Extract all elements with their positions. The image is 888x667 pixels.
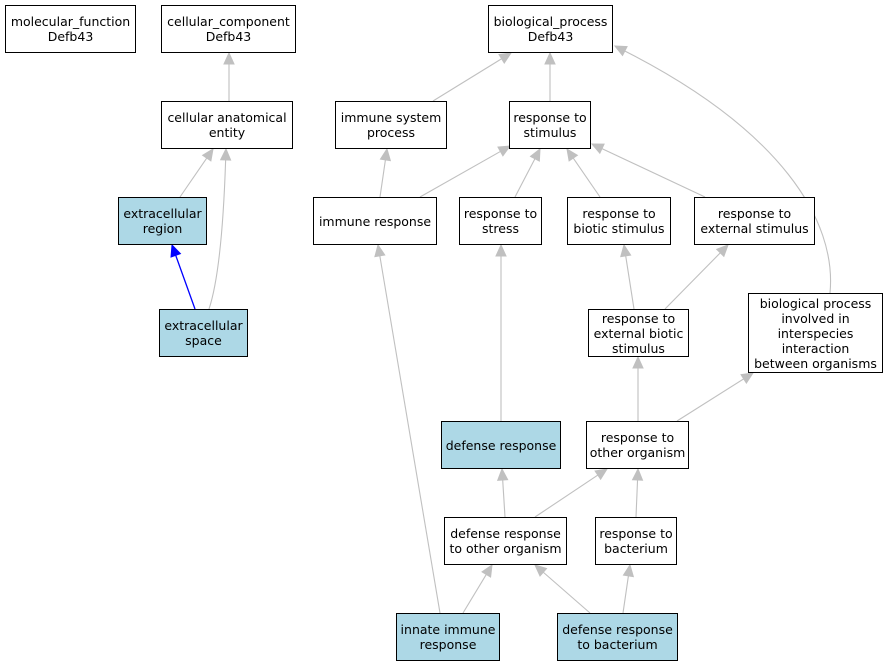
edge-line [502,479,506,518]
edge-rts-to-bp [544,51,556,101]
node-response-to-biotic-stimulus[interactable]: response to biotic stimulus [567,197,671,245]
edge-line [379,159,386,198]
arrowhead [613,45,628,57]
arrowhead [379,147,392,162]
node-response-to-external-stimulus[interactable]: response to external stimulus [694,197,815,245]
node-response-to-other-organism[interactable]: response to other organism [586,421,689,469]
arrowhead [498,52,513,64]
node-response-to-stimulus[interactable]: response to stimulus [509,101,591,149]
edge-line [542,571,591,614]
node-defense-response-to-bacterium[interactable]: defense response to bacterium [557,613,678,661]
node-interspecies-interaction[interactable]: biological process involved in interspec… [748,293,883,373]
arrowhead [223,51,235,65]
arrowhead [631,467,644,481]
edge-line [676,378,744,422]
node-molecular-function[interactable]: molecular_function Defb43 [5,5,136,53]
node-biological-process[interactable]: biological_process Defb43 [488,5,613,53]
node-innate-immune-response[interactable]: innate immune response [396,613,500,661]
edge-line [208,159,227,310]
arrowhead [632,355,644,369]
arrowhead [715,244,729,258]
edge-iir-to-ir [374,243,441,614]
edge-line [514,158,536,198]
edge-rtoo-to-bpii [676,372,755,422]
edge-rtb-to-rtoo [631,467,644,518]
arrowhead [594,468,609,481]
node-cellular-anatomical-entity[interactable]: cellular anatomical entity [161,101,293,149]
edge-line [625,255,635,310]
arrowhead [496,467,509,481]
edge-drtb-to-drtoo [534,564,591,614]
edge-es-to-cae [208,147,232,310]
edge-line [601,148,706,198]
edge-cae-to-cc [223,51,235,101]
edge-line [462,574,487,614]
arrowhead [481,563,493,578]
edge-drtb-to-rtb [622,563,635,614]
edge-rtbs-to-rts [566,148,601,198]
edge-ir-to-isp [379,147,392,198]
arrowhead [622,563,635,578]
arrowhead [534,564,548,577]
node-cellular-component[interactable]: cellular_component Defb43 [161,5,296,53]
node-defense-response[interactable]: defense response [441,421,561,469]
edge-line [534,474,599,518]
arrowhead [566,148,579,162]
edge-line [635,479,639,518]
node-immune-response[interactable]: immune response [313,197,437,245]
edge-line [432,58,502,102]
edge-drtoo-to-rtoo [534,468,609,518]
node-response-to-stress[interactable]: response to stress [459,197,542,245]
arrowhead [544,51,556,65]
edge-line [179,157,208,198]
node-response-to-bacterium[interactable]: response to bacterium [595,517,677,565]
arrowhead [620,243,632,258]
edge-er-to-cae [179,148,214,198]
arrowhead [219,147,232,161]
edge-ir-to-rts [419,145,512,198]
arrowhead [201,148,214,162]
arrowhead [590,143,605,155]
node-immune-system-process[interactable]: immune system process [335,101,447,149]
arrowhead [495,243,507,257]
edge-rtes-to-rts [590,143,706,198]
edge-line [175,255,196,310]
arrowhead [529,147,541,162]
edge-line [379,255,441,614]
arrowhead [170,243,182,258]
node-defense-response-to-other-organism[interactable]: defense response to other organism [444,517,567,565]
edge-rtebs-to-rtbs [620,243,635,310]
edge-iir-to-drtoo [462,563,493,614]
edge-bpii-to-bp [613,45,832,294]
edge-line [622,575,629,614]
node-extracellular-region[interactable]: extracellular region [118,197,207,245]
edge-line [572,157,601,198]
edge-isp-to-bp [432,52,513,102]
edge-drtoo-to-dr [496,467,509,518]
edge-rtebs-to-rtes [664,244,729,310]
node-response-to-external-biotic-stimulus[interactable]: response to external biotic stimulus [588,309,689,357]
edge-rtstress-to-rts [514,147,541,198]
edge-es-to-er [170,243,196,310]
edge-line [419,150,501,198]
edge-line [664,252,721,310]
arrowhead [740,372,755,385]
edge-line [624,50,832,294]
arrowhead [497,145,512,157]
edge-rtoo-to-rtebs [632,355,644,421]
arrowhead [374,243,386,258]
edge-dr-to-rtstress [495,243,507,421]
node-extracellular-space[interactable]: extracellular space [159,309,248,357]
